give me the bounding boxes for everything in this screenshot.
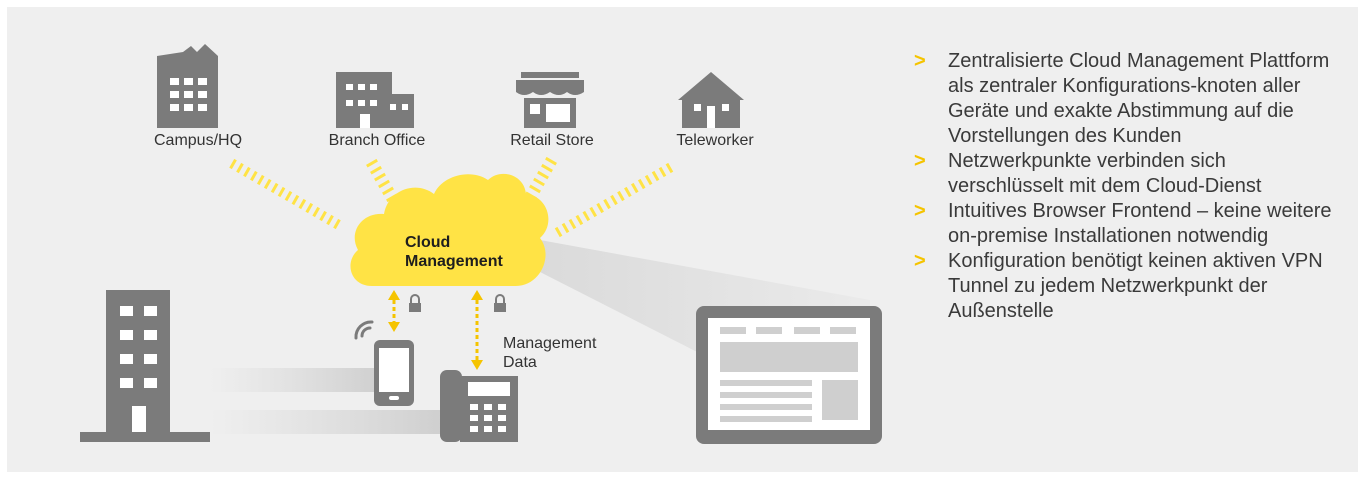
feature-text: Konfiguration benötigt keinen aktiven VP… [948, 250, 1323, 322]
ray-campus [229, 158, 341, 230]
cloud-label-line1: Cloud [405, 234, 451, 251]
feature-text: Netzwerkpunkte verbinden sich verschlüss… [948, 150, 1262, 197]
location-label-teleworker: Teleworker [676, 132, 754, 149]
desk-phone-icon [440, 370, 518, 442]
location-label-retail: Retail Store [510, 132, 594, 149]
ray-teleworker [554, 162, 674, 238]
feature-item: > Netzwerkpunkte verbinden sich verschlüs… [912, 149, 1332, 199]
lock-icon [494, 294, 506, 312]
connection-line-deskphone [210, 410, 442, 434]
wifi-icon [354, 320, 374, 340]
feature-item: > Intuitives Browser Frontend – keine wei… [912, 199, 1332, 249]
management-data-label: Management Data [503, 334, 596, 372]
cloud-label: Cloud Management [405, 233, 503, 271]
connection-line-phone [210, 368, 380, 392]
headquarters-building-icon [80, 290, 210, 442]
diagram-panel: Campus/HQ Branch Office Retail Store Tel… [7, 7, 1358, 472]
store-icon [516, 72, 584, 128]
house-icon [678, 72, 744, 128]
feature-list: > Zentralisierte Cloud Management Plattfo… [912, 49, 1332, 324]
signal-rays [229, 156, 674, 238]
diagram-canvas [80, 44, 882, 444]
branch-office-icon [336, 72, 414, 128]
bullet-arrow-icon: > [914, 150, 926, 172]
cloud-icon [350, 173, 549, 286]
feature-item: > Zentralisierte Cloud Management Plattfo… [912, 49, 1332, 149]
management-data-line2: Data [503, 354, 537, 371]
data-link-arrows [388, 290, 483, 370]
smartphone-icon [374, 340, 414, 406]
tablet-icon [696, 306, 882, 444]
location-label-branch: Branch Office [328, 132, 426, 149]
office-building-icon [157, 44, 218, 128]
management-data-line1: Management [503, 335, 597, 352]
location-label-campus: Campus/HQ [153, 132, 243, 149]
feature-item: > Konfiguration benötigt keinen aktiven V… [912, 249, 1332, 324]
bullet-arrow-icon: > [914, 200, 926, 222]
bullet-arrow-icon: > [914, 250, 926, 272]
feature-text: Zentralisierte Cloud Management Plattfor… [948, 50, 1330, 147]
feature-text: Intuitives Browser Frontend – keine weit… [948, 200, 1332, 247]
lock-icon [409, 294, 421, 312]
cloud-label-line2: Management [405, 253, 503, 270]
bullet-arrow-icon: > [914, 50, 926, 72]
